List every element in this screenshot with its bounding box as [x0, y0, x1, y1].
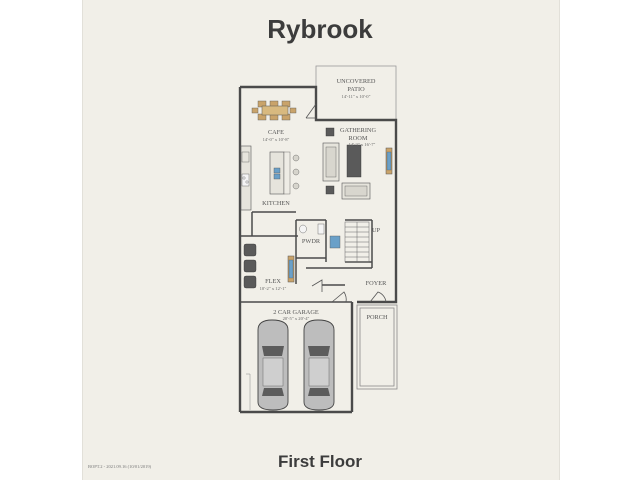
powder-room-fixtures-icon	[299, 223, 341, 249]
porch-label: PORCH	[367, 314, 388, 321]
patio-label-2: PATIO	[347, 86, 365, 93]
front-door	[369, 291, 387, 303]
patio-dim: 14'-11" x 10'-0"	[342, 94, 371, 99]
living-furniture-icon	[322, 127, 393, 200]
kitchen-label: KITCHEN	[262, 200, 290, 207]
cafe-dim: 14'-0" x 10'-8"	[263, 137, 290, 142]
foyer-label: FOYER	[366, 280, 387, 287]
stairs-icon	[344, 221, 370, 263]
gathering-label-1: GATHERING	[340, 127, 376, 134]
flex-furniture-icon	[243, 243, 295, 289]
cafe-label: CAFE	[268, 129, 284, 136]
plan-footnote: BOPT.2 - 2021.09.16 (10/01/2019)	[88, 464, 152, 469]
car-right-icon	[303, 319, 335, 411]
floor-label: First Floor	[277, 452, 363, 471]
plan-title: Rybrook	[267, 14, 373, 44]
garage-apron	[246, 373, 251, 410]
porch-outline	[356, 304, 398, 390]
patio-door	[305, 103, 317, 119]
garage-label: 2 CAR GARAGE	[273, 309, 319, 316]
kitchen-counters-icon	[240, 145, 300, 211]
patio-outline	[315, 65, 397, 121]
garage-entry-door	[331, 291, 347, 303]
dining-table-icon	[251, 100, 297, 121]
garage-dim: 20'-5" x 20'-4"	[283, 316, 310, 321]
pwdr-label: PWDR	[302, 238, 321, 245]
flex-label: FLEX	[265, 278, 281, 285]
flex-door	[311, 279, 323, 292]
gathering-label-2: ROOM	[349, 135, 368, 142]
patio-label-1: UNCOVERED	[337, 78, 376, 85]
flex-dim: 10'-2" x 12'-1"	[260, 286, 287, 291]
interior-walls	[240, 211, 373, 303]
up-label: UP	[372, 227, 381, 234]
car-left-icon	[257, 319, 289, 411]
gathering-dim: 14'-3" x 16'-7"	[349, 142, 376, 147]
exterior-walls	[238, 85, 398, 414]
